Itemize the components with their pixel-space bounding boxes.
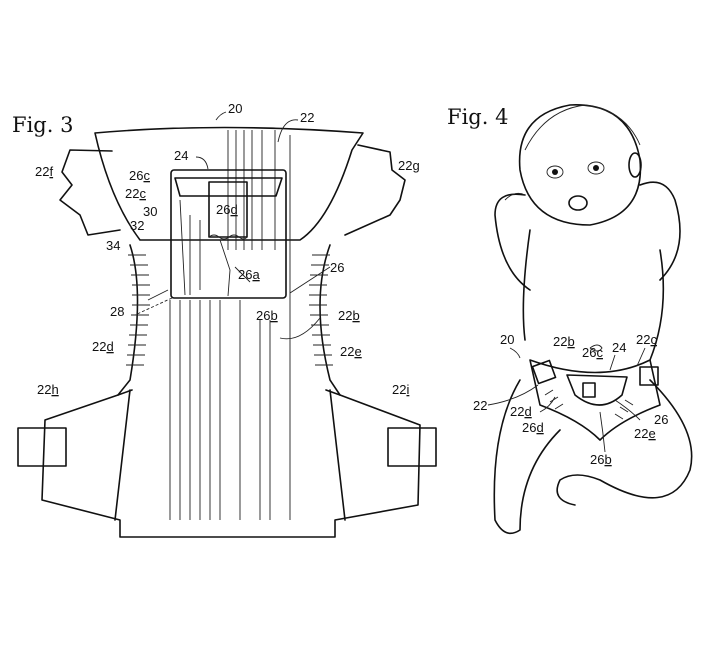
svg-text:34: 34	[106, 238, 120, 253]
fig4-title: Fig. 4	[447, 105, 508, 129]
svg-text:26d: 26d	[216, 202, 238, 217]
svg-text:26: 26	[330, 260, 344, 275]
svg-text:26b: 26b	[256, 308, 278, 323]
svg-text:24: 24	[612, 340, 626, 355]
pocket-26	[170, 169, 287, 299]
svg-text:22c: 22c	[125, 186, 146, 201]
svg-text:22g: 22g	[398, 158, 420, 173]
svg-text:22e: 22e	[634, 426, 656, 441]
svg-text:26d: 26d	[522, 420, 544, 435]
svg-text:24: 24	[174, 148, 188, 163]
svg-text:22d: 22d	[510, 404, 532, 419]
tab-26d	[208, 181, 248, 238]
svg-text:22: 22	[300, 110, 314, 125]
fig3-diaper-drawing	[17, 126, 437, 538]
svg-text:28: 28	[110, 304, 124, 319]
svg-text:22f: 22f	[35, 164, 53, 179]
svg-text:22b: 22b	[338, 308, 360, 323]
svg-text:26c: 26c	[582, 345, 603, 360]
svg-text:20: 20	[500, 332, 514, 347]
pacifier	[568, 195, 588, 211]
svg-text:22e: 22e	[340, 344, 362, 359]
fig3-leaders	[147, 111, 331, 340]
svg-text:26c: 26c	[129, 168, 150, 183]
fig3-reference-labels: 20 22 24 26c 22c 22f 22g 26d 30 32 34 26…	[35, 101, 420, 397]
fig3-title: Fig. 3	[12, 113, 73, 137]
svg-text:22h: 22h	[37, 382, 59, 397]
svg-text:20: 20	[228, 101, 242, 116]
left-elastic-gathers	[126, 254, 150, 366]
fig4-baby-drawing	[493, 104, 693, 535]
svg-text:26b: 26b	[590, 452, 612, 467]
svg-text:22c: 22c	[636, 332, 657, 347]
svg-text:22d: 22d	[92, 339, 114, 354]
svg-text:26: 26	[654, 412, 668, 427]
left-fastening-tab	[17, 427, 67, 467]
svg-text:30: 30	[143, 204, 157, 219]
svg-text:22i: 22i	[392, 382, 409, 397]
svg-text:22b: 22b	[553, 334, 575, 349]
fig4-leaders	[487, 347, 646, 453]
svg-text:22: 22	[473, 398, 487, 413]
right-fastening-tab	[387, 427, 437, 467]
svg-text:26a: 26a	[238, 267, 260, 282]
svg-text:32: 32	[130, 218, 144, 233]
right-elastic-gathers	[309, 254, 333, 366]
pocket-26	[566, 374, 628, 406]
fig4-reference-labels: 20 22b 26c 24 22c 22 22d 26d 26 22e 26b	[473, 332, 668, 467]
